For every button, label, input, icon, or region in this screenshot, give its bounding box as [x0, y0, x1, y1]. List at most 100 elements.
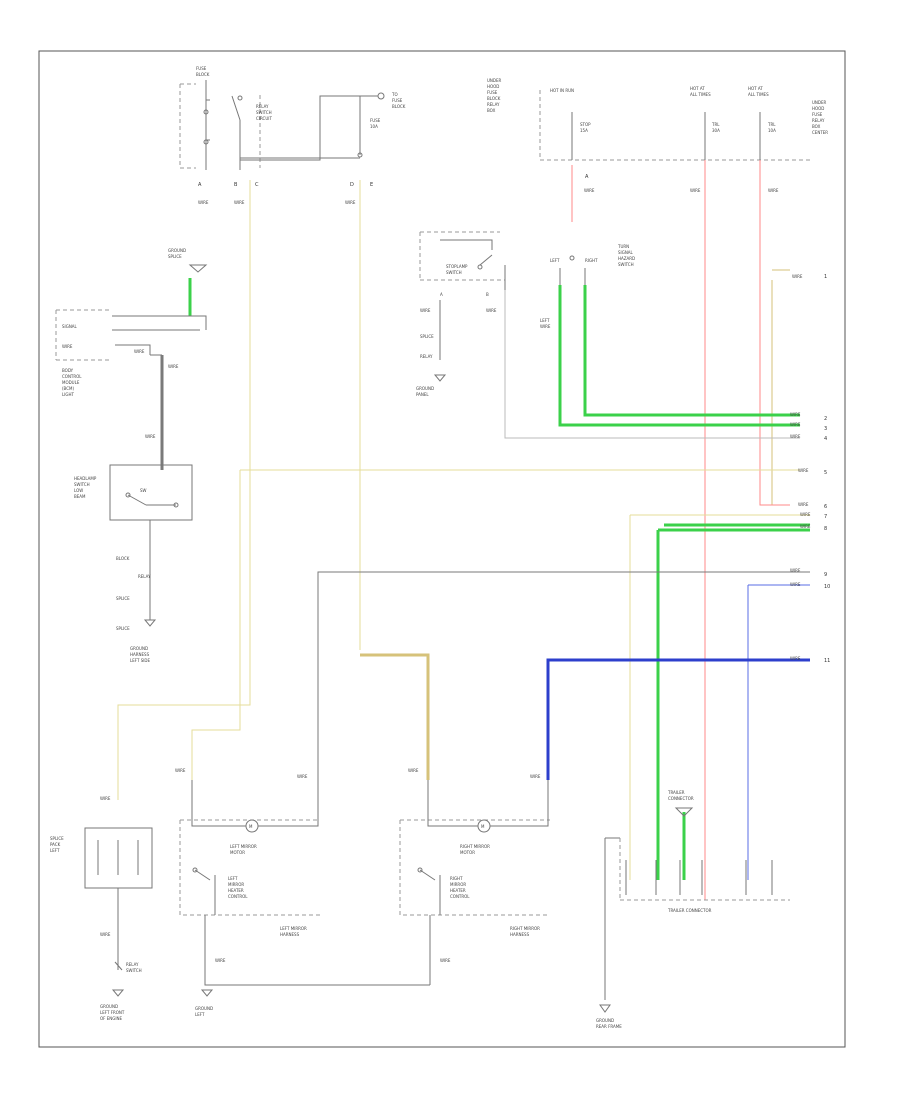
svg-text:4: 4: [824, 436, 827, 442]
svg-text:REAR FRAME: REAR FRAME: [596, 1024, 622, 1029]
junction-block: TO FUSE BLOCK FUSE 10A A B C D E WIRE WI…: [198, 92, 406, 205]
svg-text:RELAY: RELAY: [138, 574, 151, 579]
svg-text:GROUND: GROUND: [596, 1018, 614, 1023]
svg-text:RELAY: RELAY: [256, 104, 269, 109]
svg-text:SPLICE: SPLICE: [116, 626, 130, 631]
svg-text:B: B: [486, 292, 489, 297]
svg-text:SW: SW: [140, 488, 147, 493]
svg-text:HARNESS: HARNESS: [510, 932, 530, 937]
svg-text:ALL TIMES: ALL TIMES: [748, 92, 769, 97]
svg-text:SWITCH: SWITCH: [618, 262, 634, 267]
svg-text:WIRE: WIRE: [792, 274, 803, 279]
svg-text:WIRE: WIRE: [790, 568, 801, 573]
svg-text:MOTOR: MOTOR: [230, 850, 245, 855]
svg-text:3: 3: [824, 426, 827, 432]
svg-text:HOT AT: HOT AT: [748, 86, 763, 91]
svg-text:RIGHT: RIGHT: [450, 876, 463, 881]
svg-text:HOT IN RUN: HOT IN RUN: [550, 88, 574, 93]
svg-text:WIRE: WIRE: [798, 468, 809, 473]
svg-text:BLOCK: BLOCK: [196, 72, 210, 77]
svg-text:WIRE: WIRE: [168, 364, 179, 369]
svg-text:10A: 10A: [768, 128, 776, 133]
svg-text:WIRE: WIRE: [175, 768, 186, 773]
svg-text:2: 2: [824, 416, 827, 422]
svg-text:HARNESS: HARNESS: [130, 652, 150, 657]
svg-text:GROUND: GROUND: [416, 386, 434, 391]
svg-text:WIRE: WIRE: [790, 434, 801, 439]
svg-text:WIRE: WIRE: [198, 200, 209, 205]
svg-text:WIRE: WIRE: [134, 349, 145, 354]
svg-text:PANEL: PANEL: [416, 392, 429, 397]
svg-text:WIRE: WIRE: [790, 582, 801, 587]
wire-gray-trailer: [317, 571, 810, 780]
svg-text:CONTROL: CONTROL: [450, 894, 470, 899]
ground-g1: GROUND SPLICE: [118, 248, 208, 317]
svg-text:HAZARD: HAZARD: [618, 256, 635, 261]
svg-text:FUSE: FUSE: [370, 118, 381, 123]
svg-text:FUSE: FUSE: [196, 66, 207, 71]
svg-text:WIRE: WIRE: [800, 512, 811, 517]
svg-text:WIRE: WIRE: [768, 188, 779, 193]
svg-text:HEADLAMP: HEADLAMP: [74, 476, 97, 481]
svg-text:SPLICE: SPLICE: [50, 836, 64, 841]
svg-text:HOT AT: HOT AT: [690, 86, 705, 91]
svg-text:HOOD: HOOD: [487, 84, 499, 89]
svg-text:ALL TIMES: ALL TIMES: [690, 92, 711, 97]
svg-text:LEFT: LEFT: [50, 848, 60, 853]
svg-text:WIRE: WIRE: [297, 774, 308, 779]
svg-text:E: E: [370, 182, 373, 188]
svg-text:TRL: TRL: [711, 122, 720, 127]
svg-text:MOTOR: MOTOR: [460, 850, 475, 855]
svg-text:HARNESS: HARNESS: [280, 932, 300, 937]
svg-text:STOPLAMP: STOPLAMP: [446, 264, 468, 269]
svg-text:TO: TO: [391, 92, 398, 97]
left-connector-block: SIGNAL WIRE BODY CONTROL MODULE (BCM) LI…: [55, 309, 207, 470]
svg-text:A: A: [198, 182, 202, 188]
svg-text:WIRE: WIRE: [690, 188, 701, 193]
svg-text:LIGHT: LIGHT: [62, 392, 75, 397]
top-right-fuse-box: UNDER HOOD FUSE BLOCK RELAY BOX HOT IN R…: [487, 78, 828, 193]
svg-text:GROUND: GROUND: [100, 1004, 118, 1009]
wire-blue-2: [546, 658, 810, 780]
svg-text:BEAM: BEAM: [74, 494, 86, 499]
svg-text:GROUND: GROUND: [195, 1006, 213, 1011]
svg-text:MIRROR: MIRROR: [450, 882, 466, 887]
svg-text:WIRE: WIRE: [345, 200, 356, 205]
svg-text:WIRE: WIRE: [440, 958, 451, 963]
svg-text:BLOCK: BLOCK: [392, 104, 406, 109]
svg-text:SPLICE: SPLICE: [168, 254, 182, 259]
stoplamp-switch: STOPLAMP SWITCH LEFT RIGHT TURN SIGNAL H…: [416, 165, 635, 397]
svg-text:WIRE: WIRE: [790, 656, 801, 661]
svg-text:FUSE: FUSE: [392, 98, 403, 103]
svg-text:RIGHT: RIGHT: [585, 258, 598, 263]
svg-text:TRAILER: TRAILER: [667, 790, 685, 795]
svg-text:10A: 10A: [370, 124, 378, 129]
svg-text:GROUND: GROUND: [130, 646, 148, 651]
svg-text:SPLICE: SPLICE: [420, 334, 434, 339]
svg-text:RELAY: RELAY: [420, 354, 433, 359]
svg-text:C: C: [255, 182, 259, 188]
svg-text:CONNECTOR: CONNECTOR: [668, 796, 694, 801]
svg-text:RIGHT MIRROR: RIGHT MIRROR: [460, 844, 490, 849]
svg-text:WIRE: WIRE: [62, 344, 73, 349]
svg-text:BOX: BOX: [487, 108, 496, 113]
svg-text:M: M: [249, 824, 253, 829]
svg-text:WIRE: WIRE: [234, 200, 245, 205]
svg-text:STOP: STOP: [580, 122, 591, 127]
svg-text:A: A: [585, 174, 589, 180]
svg-text:1: 1: [824, 274, 827, 280]
svg-text:HOOD: HOOD: [812, 106, 824, 111]
svg-text:UNDER: UNDER: [812, 100, 827, 105]
svg-text:WIRE: WIRE: [798, 502, 809, 507]
svg-text:RELAY: RELAY: [812, 118, 825, 123]
svg-text:LEFT SIDE: LEFT SIDE: [130, 658, 151, 663]
svg-text:WIRE: WIRE: [408, 768, 419, 773]
svg-text:30A: 30A: [712, 128, 720, 133]
wire-green-right-turn: [583, 285, 800, 417]
svg-text:WIRE: WIRE: [420, 308, 431, 313]
svg-text:A: A: [440, 292, 443, 297]
svg-text:GROUND: GROUND: [168, 248, 186, 253]
svg-text:TRL: TRL: [767, 122, 776, 127]
diagram-frame: [38, 50, 846, 1048]
svg-text:WIRE: WIRE: [790, 412, 801, 417]
